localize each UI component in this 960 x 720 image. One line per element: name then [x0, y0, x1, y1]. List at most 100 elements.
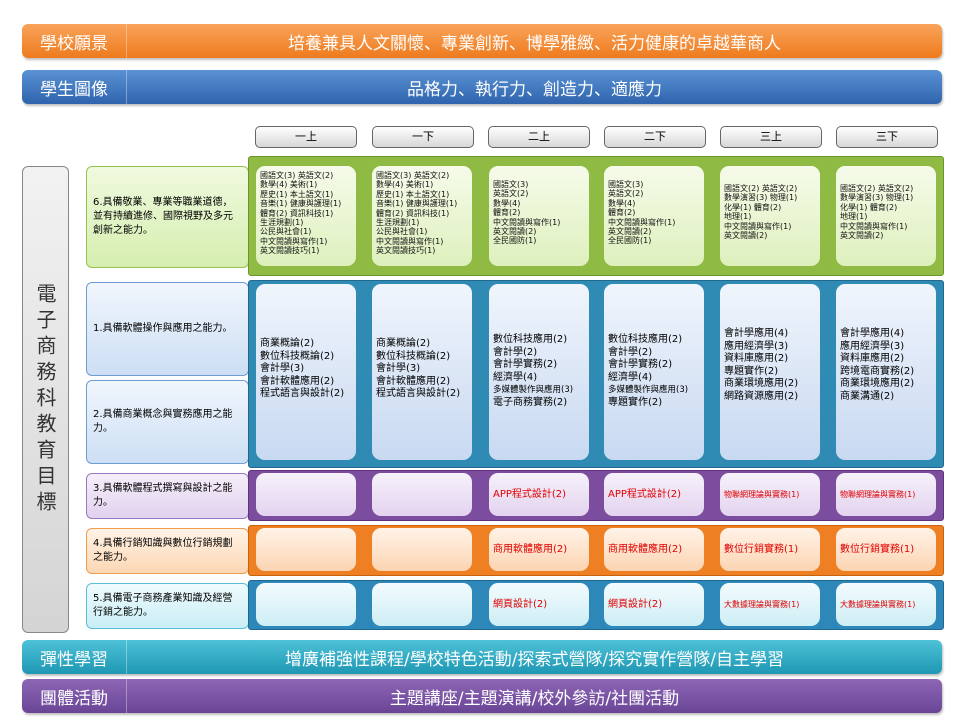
course-line: 資料庫應用(2)	[840, 353, 905, 365]
course-line: 數位科技應用(2)	[493, 334, 568, 345]
course-line: 跨境電商實務(2)	[840, 365, 915, 377]
course-line: 全民國防(1)	[493, 236, 537, 246]
course-label: 網頁設計(2)	[608, 598, 663, 610]
semester-header-6: 三下	[836, 126, 938, 148]
course-label: 商用軟體應用(2)	[493, 543, 568, 555]
general-course-cell: 國語文(3) 英語文(2)數學(4) 美術(1)歷史(1) 本土語文(1)音樂(…	[372, 166, 472, 266]
course-line: 英文閱讀(2)	[493, 227, 537, 237]
marketing-course-cell: 數位行銷實務(1)	[720, 528, 820, 571]
flexible-label: 彈性學習	[40, 649, 108, 670]
course-label: 數位行銷實務(1)	[724, 543, 799, 555]
course-line: 程式語言與設計(2)	[376, 388, 461, 400]
course-line: 中文閱讀與寫作(1)	[376, 236, 444, 246]
professional-courses-band	[248, 280, 944, 468]
programming-courses-band	[248, 470, 944, 521]
course-line: 公民與社會(1)	[376, 227, 428, 237]
general-course-cell: 國語文(3) 英語文(2)數學(4) 美術(1)歷史(1) 本土語文(1)音樂(…	[256, 166, 356, 266]
course-line: 歷史(1) 本土語文(1)	[376, 189, 450, 199]
professional-course-cell: 數位科技應用(2)會計學(2)會計學實務(2)經濟學(4)多媒體製作與應用(3)…	[604, 284, 704, 460]
course-line: 國語文(2) 英語文(2)	[724, 184, 798, 193]
course-line: 化學(1) 體育(2)	[724, 202, 782, 212]
ability-5: 5.具備電子商務產業知識及經營行銷之能力。	[86, 583, 249, 629]
course-line: 商業環境應用(2)	[724, 378, 799, 390]
course-line: 英文閱讀技巧(1)	[376, 246, 436, 256]
group-label: 團體活動	[40, 688, 108, 709]
course-line: 經濟學(4)	[493, 371, 538, 383]
course-line: 地理(1)	[840, 212, 868, 222]
course-line: 商業概論(2)	[260, 338, 315, 349]
course-line: 多媒體製作與應用(3)	[608, 385, 689, 396]
course-line: 歷史(1) 本土語文(1)	[260, 189, 334, 199]
course-line: 英語文(2)	[608, 189, 644, 199]
general-course-cell: 國語文(2) 英語文(2)數學演習(3) 物理(1)化學(1) 體育(2)地理(…	[836, 166, 936, 266]
course-line: 會計學(2)	[493, 346, 538, 358]
course-line: 英文閱讀(2)	[840, 231, 884, 241]
course-line: 數學(4)	[493, 198, 521, 208]
programming-course-cell	[256, 473, 356, 516]
education-goal-text: 電子商務科教育目標	[33, 282, 57, 517]
portrait-banner: 學生圖像 品格力、執行力、創造力、適應力	[22, 70, 942, 104]
vision-label: 學校願景	[40, 33, 108, 54]
ability-1: 1.具備軟體操作與應用之能力。	[86, 282, 249, 376]
semester-header-4: 二下	[604, 126, 706, 148]
course-label	[260, 533, 352, 566]
portrait-text: 品格力、執行力、創造力、適應力	[407, 79, 662, 100]
course-label	[376, 533, 468, 566]
course-line: 數位科技概論(2)	[376, 350, 451, 362]
portrait-label: 學生圖像	[40, 79, 108, 100]
course-line: 會計學實務(2)	[493, 359, 558, 371]
course-line: 數學演習(3) 物理(1)	[840, 193, 914, 203]
ecommerce-course-cell	[256, 583, 356, 626]
general-course-cell: 國語文(3)英語文(2)數學(4)體育(2)中文閱讀與寫作(1)英文閱讀(2)全…	[604, 166, 704, 266]
course-line: 地理(1)	[724, 212, 752, 222]
ability-4: 4.具備行銷知識與數位行銷規劃之能力。	[86, 528, 249, 574]
course-line: 多媒體製作與應用(3)	[493, 385, 574, 396]
course-label	[260, 588, 352, 621]
course-label: 物聯網理論與實務(1)	[724, 489, 800, 499]
vision-divider	[126, 24, 127, 58]
course-label: APP程式設計(2)	[493, 488, 567, 500]
course-line: 資料庫應用(2)	[724, 353, 789, 365]
course-line: 電子商務實務(2)	[493, 396, 568, 408]
course-label	[376, 588, 468, 621]
programming-course-cell: APP程式設計(2)	[489, 473, 589, 516]
course-line: 專題實作(2)	[724, 365, 779, 377]
course-line: 國語文(3)	[493, 180, 529, 189]
course-label: 數位行銷實務(1)	[840, 543, 915, 555]
course-line: 中文閱讀與寫作(1)	[608, 217, 676, 227]
course-line: 數學(4) 美術(1)	[376, 180, 434, 190]
course-line: 會計學實務(2)	[608, 359, 673, 371]
course-line: 公民與社會(1)	[260, 227, 312, 237]
course-label	[260, 478, 352, 511]
course-line: 數學演習(3) 物理(1)	[724, 193, 798, 203]
programming-course-cell: 物聯網理論與實務(1)	[720, 473, 820, 516]
course-line: 英文閱讀(2)	[608, 227, 652, 237]
semester-header-2: 一下	[372, 126, 474, 148]
group-divider	[126, 679, 127, 713]
course-line: 體育(2) 資訊科技(1)	[376, 208, 450, 218]
course-line: 會計軟體應用(2)	[260, 375, 335, 387]
programming-course-cell	[372, 473, 472, 516]
marketing-course-cell: 數位行銷實務(1)	[836, 528, 936, 571]
course-line: 數位科技概論(2)	[260, 350, 335, 362]
course-line: 化學(1) 體育(2)	[840, 202, 898, 212]
course-label: 商用軟體應用(2)	[608, 543, 683, 555]
course-line: 中文閱讀與寫作(1)	[724, 221, 792, 231]
course-line: 中文閱讀與寫作(1)	[840, 221, 908, 231]
course-line: 全民國防(1)	[608, 236, 652, 246]
course-line: 音樂(1) 健康與護理(1)	[376, 199, 458, 209]
ecommerce-course-cell: 大數據理論與實務(1)	[836, 583, 936, 626]
course-line: 商業概論(2)	[376, 338, 431, 349]
course-label: 大數據理論與實務(1)	[840, 599, 916, 609]
course-label: APP程式設計(2)	[608, 488, 682, 500]
vision-text: 培養兼具人文關懷、專業創新、博學雅緻、活力健康的卓越華商人	[288, 33, 781, 54]
general-course-cell: 國語文(3)英語文(2)數學(4)體育(2)中文閱讀與寫作(1)英文閱讀(2)全…	[489, 166, 589, 266]
ecommerce-course-cell	[372, 583, 472, 626]
course-line: 經濟學(4)	[608, 371, 653, 383]
professional-course-cell: 會計學應用(4)應用經濟學(3)資料庫應用(2)專題實作(2)商業環境應用(2)…	[720, 284, 820, 460]
course-line: 會計學(3)	[376, 363, 421, 375]
course-line: 專題實作(2)	[608, 396, 663, 408]
vision-banner: 學校願景 培養兼具人文關懷、專業創新、博學雅緻、活力健康的卓越華商人	[22, 24, 942, 58]
general-courses-band	[248, 156, 944, 276]
course-line: 程式語言與設計(2)	[260, 388, 345, 400]
